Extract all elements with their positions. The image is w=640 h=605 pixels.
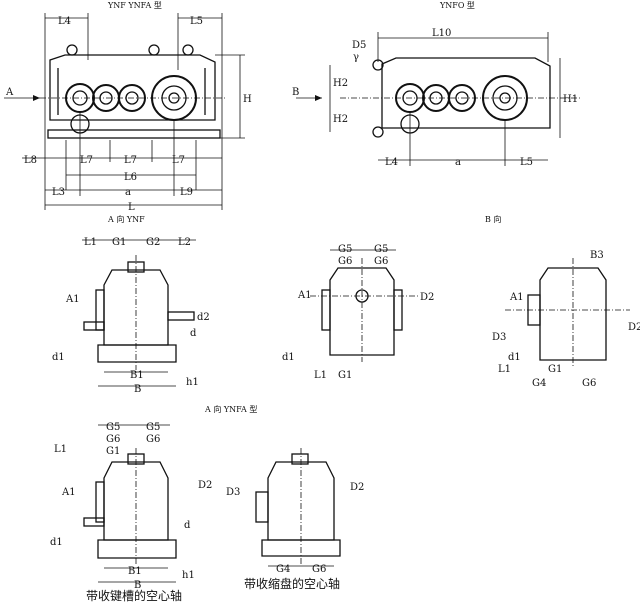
dim-L3: L3 (52, 187, 65, 198)
caption-view-b: B 向 (485, 214, 501, 224)
dim-H2-upper: H2 (333, 78, 348, 89)
dim-D2-bc: D2 (350, 482, 364, 493)
base-front (97, 344, 177, 363)
dim-d-bl: d (184, 520, 191, 531)
shrink-housing (539, 267, 607, 361)
dim-L8: L8 (24, 155, 37, 166)
arrow-a-label: A (5, 87, 14, 98)
dim-D3-right: D3 (492, 332, 506, 343)
base-foot (47, 129, 221, 139)
dim-B1-bl: B1 (128, 566, 142, 577)
dim-G6-right: G6 (582, 378, 596, 389)
caption-ynfo: YNFO 型 (439, 1, 475, 10)
front-view-ynfo-keyway: G5 G5 G6 G6 A1 D2 d1 L1 G1 (282, 244, 434, 381)
dim-A1-mid: A1 (297, 290, 312, 301)
dim-G6-mid: G6 (338, 256, 352, 267)
dim-B: B (134, 384, 141, 395)
dim-a-left: a (125, 187, 131, 198)
dim-gamma: γ (353, 52, 359, 63)
dim-L10: L10 (432, 28, 451, 39)
dim-A1: A1 (65, 294, 80, 305)
dim-G5-mid: G5 (338, 244, 352, 255)
caption-ynf-ynfa: YNF YNFA 型 (107, 1, 162, 10)
caption-view-a-ynfa: A 向 YNFA 型 (204, 404, 257, 414)
dim-D5: D5 (352, 40, 366, 51)
dim-G1-bl: G1 (106, 446, 120, 457)
ynfo-housing (381, 57, 551, 129)
dim-G1: G1 (112, 237, 126, 248)
front-view-ynf: L1 G1 G2 L2 A1 d2 d1 d B1 B h1 (52, 237, 210, 395)
dim-h1: h1 (186, 377, 199, 388)
dim-H1: H1 (563, 94, 578, 105)
dim-d1: d1 (52, 352, 65, 363)
dim-D2-right: D2 (628, 322, 640, 333)
dim-A1-bl: A1 (61, 487, 76, 498)
dim-D2-mid: D2 (420, 292, 434, 303)
lifting-eye-right (182, 44, 194, 56)
dim-G6b-mid: G6 (374, 256, 388, 267)
dim-L1-mid: L1 (314, 370, 327, 381)
dim-d2: d2 (197, 312, 210, 323)
dim-d1-right: d1 (508, 352, 521, 363)
dim-L5-top: L5 (190, 16, 203, 27)
dim-G4-right: G4 (532, 378, 546, 389)
dim-L5-right: L5 (520, 157, 533, 168)
dim-H2-lower: H2 (333, 114, 348, 125)
dim-B1: B1 (130, 370, 144, 381)
ynf-side-view: YNF YNFA 型 L4 L5 A (4, 1, 252, 213)
dim-d1-mid: d1 (282, 352, 295, 363)
dim-G1-right: G1 (548, 364, 562, 375)
dim-h1-bl: h1 (182, 570, 195, 581)
dim-L1-right: L1 (498, 364, 511, 375)
dim-L7-1: L7 (80, 155, 93, 166)
arrow-b-label: B (292, 87, 299, 98)
dim-L9: L9 (180, 187, 193, 198)
dim-H: H (243, 94, 252, 105)
dim-A1-right: A1 (509, 292, 524, 303)
front-view-ynfa-shrink: D3 D2 G4 G6 (226, 448, 364, 575)
caption-hollow-keyway: 带收键槽的空心轴 (86, 588, 182, 603)
ynfo-front-housing (329, 267, 395, 356)
dim-L1-bl: L1 (54, 444, 67, 455)
housing-outline (49, 54, 216, 121)
input-shaft (83, 321, 105, 331)
dim-G6b-bl: G6 (146, 434, 160, 445)
dim-G2: G2 (146, 237, 160, 248)
dim-L7-2: L7 (124, 155, 137, 166)
caption-hollow-shrink: 带收缩盘的空心轴 (244, 576, 340, 591)
dim-G4-bc: G4 (276, 564, 290, 575)
dim-G6-bl: G6 (106, 434, 120, 445)
dim-L4-top: L4 (58, 16, 71, 27)
dim-G1-mid: G1 (338, 370, 352, 381)
dim-L: L (128, 202, 135, 213)
lifting-eye-mid (148, 44, 160, 56)
dim-G6-bc: G6 (312, 564, 326, 575)
dim-L6: L6 (124, 172, 137, 183)
dim-L2: L2 (178, 237, 191, 248)
dim-d1-bl: d1 (50, 537, 63, 548)
dim-B3: B3 (590, 250, 604, 261)
dim-d: d (190, 328, 197, 339)
dim-L4-right: L4 (385, 157, 398, 168)
dim-D3-bc: D3 (226, 487, 240, 498)
caption-view-a-ynf: A 向 YNF (107, 214, 145, 224)
dim-G5b-bl: G5 (146, 422, 160, 433)
arrow-b: B (292, 87, 322, 101)
dim-L7-3: L7 (172, 155, 185, 166)
lifting-eye-left (66, 44, 78, 56)
ynfo-side-view: YNFO 型 D5 γ L10 H2 H2 H1 L4 a L5 (329, 1, 580, 168)
dim-D2-bl: D2 (198, 480, 212, 491)
dim-G5b-mid: G5 (374, 244, 388, 255)
dim-L1: L1 (84, 237, 97, 248)
output-shaft (167, 311, 195, 321)
front-view-ynfo-shrink: B3 A1 D3 d1 D2 L1 G1 G4 G6 (492, 250, 640, 389)
dim-a-right: a (455, 157, 461, 168)
dim-B-bl: B (134, 580, 141, 591)
dim-G5-bl: G5 (106, 422, 120, 433)
front-view-ynfa-keyway: G5 G5 G6 G6 G1 L1 A1 D2 d1 d B1 B h1 (50, 422, 212, 591)
